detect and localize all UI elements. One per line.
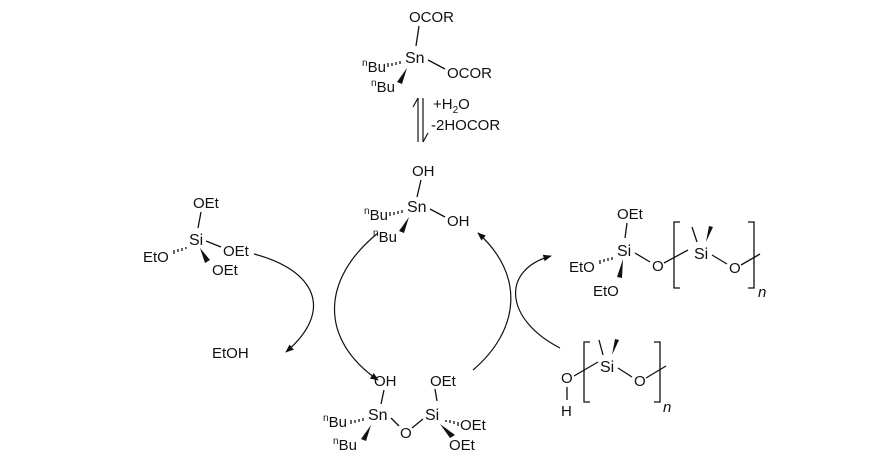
product-oxygen-1: O <box>652 258 664 275</box>
oh-top-label: OH <box>412 163 435 180</box>
pdms-silicon: Si <box>600 359 614 376</box>
nbu-top-2: nBu <box>371 78 395 96</box>
eto-product: EtO <box>569 259 595 276</box>
oet-bottom-bottom: OEt <box>449 437 476 454</box>
tin-atom-bottom: Sn <box>368 407 388 424</box>
oet-top-bottom: OEt <box>430 373 457 390</box>
oet-bottom-teos: OEt <box>212 262 239 279</box>
ocor-right-label: OCOR <box>447 65 492 82</box>
bond-si-oet-top <box>197 211 202 229</box>
teos-entry-exit-arrow <box>253 253 314 353</box>
bond-sn-oh-top <box>416 179 422 198</box>
product-methyl-1 <box>691 226 698 243</box>
water-reagent: +H2O <box>433 96 470 116</box>
pdms-oxygen-left: O <box>561 370 573 387</box>
pdms-entry-exit-arrow <box>514 254 561 349</box>
bond-si-o-chain <box>617 367 633 378</box>
silicon-atom-product: Si <box>617 243 631 260</box>
bond-si-o-chain-product <box>711 254 728 265</box>
silanol-terminated-pdms: O H Si O n <box>561 339 671 420</box>
product-silicon-chain: Si <box>694 246 708 263</box>
bond-sn-ocor-top <box>415 25 420 47</box>
eto-teos: EtO <box>143 249 169 266</box>
hashed-bond-product <box>599 257 613 264</box>
pdms-oxygen-right: O <box>634 373 646 390</box>
dibutyltin-dihydroxide: OH Sn OH nBu nBu <box>364 163 470 246</box>
hashed-bond-top <box>387 61 401 67</box>
bond-o-chain-right <box>645 365 667 379</box>
oet-right-teos: OEt <box>223 243 250 260</box>
oh-right-label: OH <box>447 213 470 230</box>
bond-o-chain-left <box>573 361 599 377</box>
ocor-top-label: OCOR <box>409 9 454 26</box>
bridging-oxygen: O <box>400 425 412 442</box>
nbu-bottom-2: nBu <box>333 436 357 454</box>
bond-sn-oh-bottom <box>380 389 385 405</box>
bond-si-oet-top-product <box>624 222 628 239</box>
bond-o-chain-product <box>663 249 689 264</box>
wedge-bond-teos <box>200 248 210 263</box>
product-oxygen-2: O <box>729 260 741 277</box>
pdms-methyl-1 <box>598 339 604 356</box>
cycle-arrow-left <box>334 232 379 381</box>
hocor-byproduct: -2HOCOR <box>431 117 500 134</box>
hashed-bond-si-bottom <box>445 420 459 426</box>
tetraethoxysilane: OEt Si OEt EtO OEt <box>143 195 250 279</box>
stannosiloxane-intermediate: OH Sn nBu nBu O Si OEt OEt OEt <box>323 373 487 454</box>
wedge-bond-bottom <box>361 425 371 441</box>
hashed-bond-teos <box>173 247 187 254</box>
silicon-atom-bottom: Si <box>425 407 439 424</box>
nbu-middle-2: nBu <box>373 228 397 246</box>
equilibrium-arrows <box>412 97 429 143</box>
product-bracket-left <box>673 221 680 289</box>
oh-bottom-label: OH <box>374 373 397 390</box>
oet-top-teos: OEt <box>193 195 220 212</box>
bond-sn-o-bridge <box>390 417 400 427</box>
dibutyltin-dicarboxylate: OCOR Sn OCOR nBu nBu <box>362 9 492 96</box>
bond-o-end-product <box>740 253 761 266</box>
bond-si-oet-top-bottom <box>434 388 438 402</box>
hashed-bond-middle <box>389 210 403 216</box>
bond-si-oet-right <box>205 240 222 248</box>
bond-sn-ocor-right <box>427 59 446 70</box>
pdms-bracket-left <box>583 341 590 403</box>
nbu-top-1: nBu <box>362 58 386 76</box>
wedge-bond-top <box>397 68 407 84</box>
nbu-middle-1: nBu <box>364 206 388 224</box>
tin-atom-middle: Sn <box>407 199 427 216</box>
tin-atom-top: Sn <box>405 50 425 67</box>
product-repeat-n: n <box>758 284 766 301</box>
oet-right-bottom: OEt <box>460 417 487 434</box>
eto-bottom-product: EtO <box>593 283 619 300</box>
product-methyl-wedge <box>706 226 713 242</box>
wedge-bond-product <box>617 259 623 278</box>
bond-sn-oh-right <box>429 208 446 218</box>
siloxane-product: OEt Si EtO EtO O Si O n <box>569 206 766 301</box>
pdms-methyl-wedge <box>612 339 619 355</box>
bond-o-si-bridge <box>411 418 424 429</box>
pdms-bracket-right <box>654 341 661 403</box>
ethanol-byproduct: EtOH <box>212 345 249 362</box>
pdms-repeat-n: n <box>663 399 671 416</box>
silicon-atom-teos: Si <box>189 232 203 249</box>
wedge-bond-middle <box>399 217 409 233</box>
pdms-hydrogen: H <box>561 403 572 420</box>
bond-si-o-product <box>634 252 651 263</box>
nbu-bottom-1: nBu <box>323 413 347 431</box>
oet-top-product: OEt <box>617 206 644 223</box>
cycle-arrow-right <box>472 232 512 371</box>
product-bracket-right <box>748 221 755 289</box>
wedge-bond-si-bottom <box>440 424 455 438</box>
hashed-bond-bottom <box>350 418 364 424</box>
